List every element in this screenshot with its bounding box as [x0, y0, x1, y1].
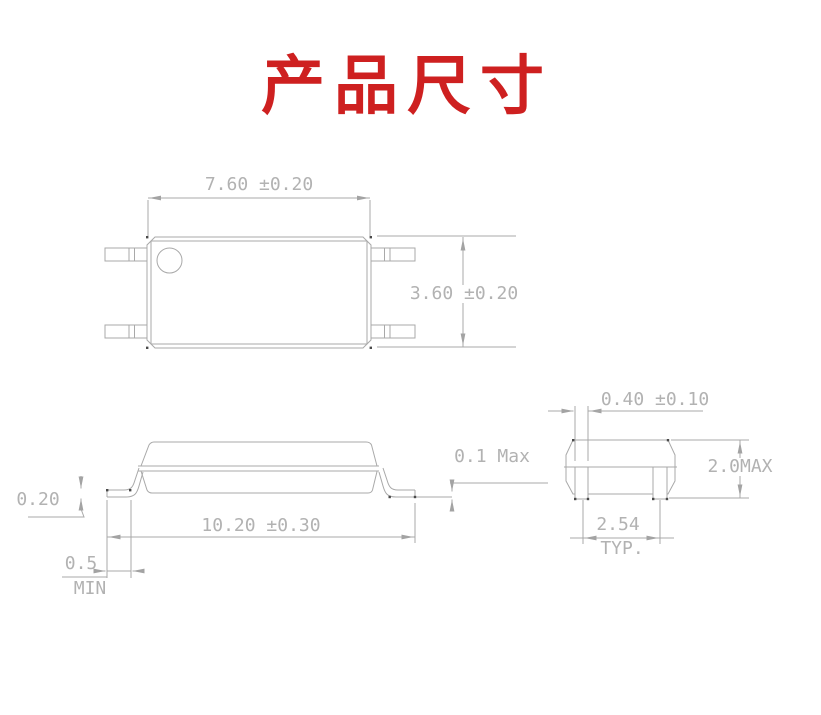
dim-label-lead-width: 0.40 ±0.10: [600, 389, 710, 410]
end-view: [548, 406, 749, 544]
top-view-body-outline: [146, 236, 372, 349]
dim-label-body-height: 2.0MAX: [704, 458, 776, 476]
dim-label-lead-span: 10.20 ±0.30: [201, 515, 321, 536]
dim-lines-top-width: [147, 195, 371, 236]
dim-lines-lead-span: [106, 500, 416, 578]
pin1-indicator-circle: [156, 247, 183, 274]
end-view-leads: [574, 466, 668, 500]
side-view-body-bottom: [140, 470, 378, 494]
dim-lines-lead-pitch: [570, 500, 674, 544]
vertex-dots: [146, 236, 372, 349]
dim-label-foot-length-qualifier: MIN: [73, 578, 107, 599]
dim-lines-lead-thickness: [28, 476, 85, 518]
side-view-right-lead: [378, 467, 416, 498]
dim-label-foot-length: 0.5: [64, 553, 98, 574]
dim-label-lead-thickness: 0.20: [16, 489, 60, 510]
page-title: 产品尺寸: [261, 50, 553, 124]
dim-label-top-height: 3.60 ±0.20: [406, 285, 522, 303]
side-view: [28, 441, 548, 578]
vertex-dots: [572, 439, 670, 501]
side-view-left-lead: [106, 467, 144, 498]
dim-lines-lead-width: [548, 406, 703, 461]
dim-label-lead-pitch: 2.54: [596, 514, 640, 535]
top-view-pins: [104, 247, 416, 339]
dim-label-lead-pitch-qualifier: TYP.: [600, 538, 644, 559]
side-view-parting-lines: [138, 465, 379, 472]
dim-lines-foot-length: [62, 500, 145, 578]
vertex-dots: [106, 489, 417, 499]
dim-label-standoff: 0.1 Max: [454, 446, 530, 467]
end-view-body-outline: [565, 439, 676, 495]
top-view-body-inner-outline: [150, 240, 368, 345]
top-view: [104, 195, 516, 349]
dim-label-top-width: 7.60 ±0.20: [204, 174, 314, 195]
side-view-body-top: [140, 441, 378, 467]
dim-lines-standoff: [449, 479, 548, 512]
